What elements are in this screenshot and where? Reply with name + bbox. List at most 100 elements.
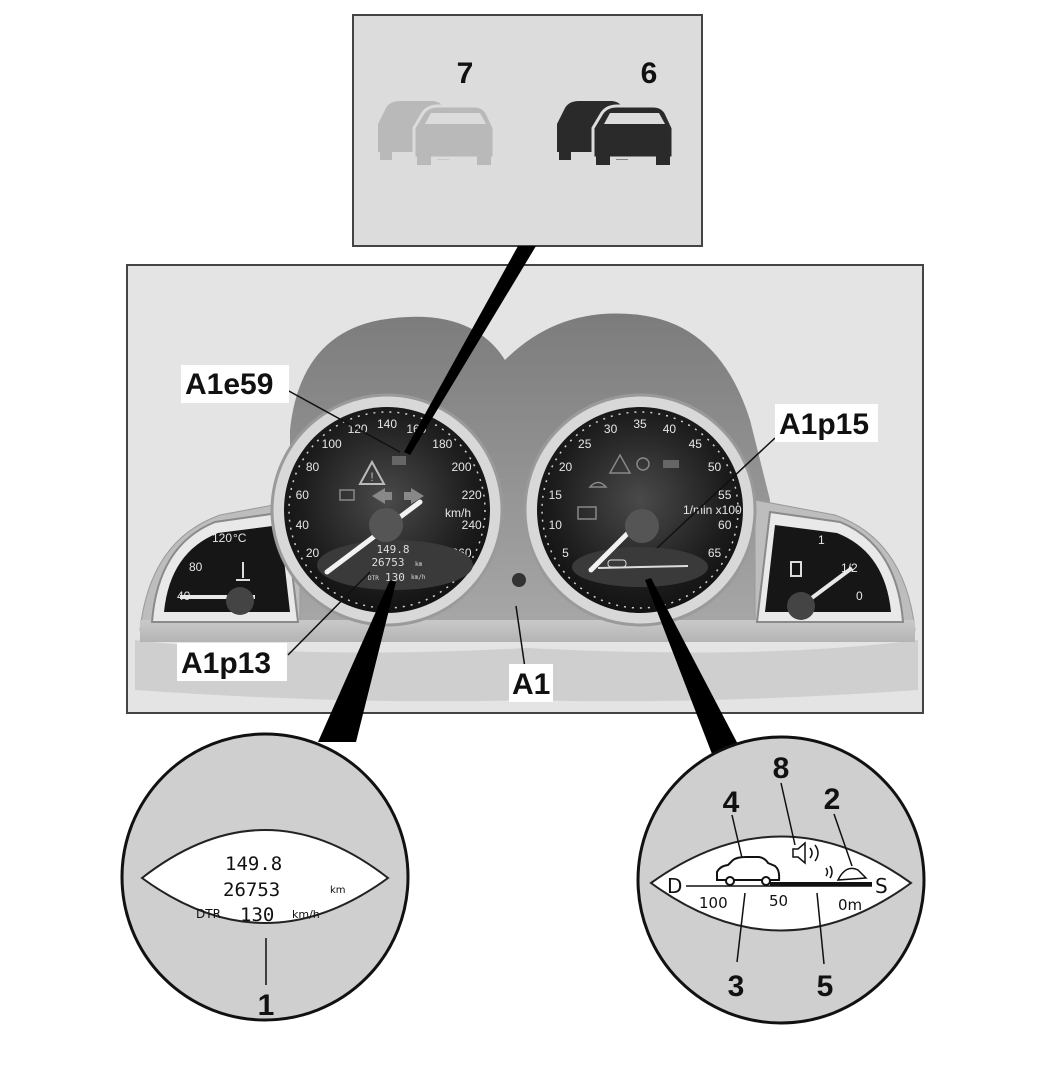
zoom-trip-value: 149.8 (225, 853, 282, 875)
distance-warning-icon (825, 865, 868, 881)
hazard-warning-mark: ! (370, 470, 373, 484)
tacho-warning-icon (608, 453, 632, 474)
tacho-tick-30: 30 (604, 422, 618, 436)
leader-8 (780, 782, 796, 846)
speedo-needle-hub (369, 508, 403, 542)
scale-0m: 0m (838, 896, 862, 914)
distronic-indicator-lamp (392, 456, 406, 465)
right-turn-signal-icon (404, 488, 424, 504)
temp-needle-hub (226, 587, 254, 615)
zoom-distronic-display: D S 100 50 0m 8 2 4 (636, 735, 926, 1025)
temp-unit: °C (233, 531, 247, 545)
reset-button[interactable] (512, 573, 526, 587)
speedo-tick-100: 100 (322, 437, 342, 451)
tacho-tick-20: 20 (559, 460, 573, 474)
leader-a1p13 (287, 571, 371, 656)
leader-a1p15 (656, 437, 776, 549)
left-turn-signal-icon (372, 488, 392, 504)
tacho-lamp-icon (577, 506, 597, 520)
zoom-odometer-value: 26753 (223, 879, 280, 901)
tacho-tick-15: 15 (549, 488, 563, 502)
zoom-dtr-unit: km/h (292, 908, 320, 921)
a1p13-backing (177, 643, 287, 681)
leader-4 (731, 814, 743, 859)
tacho-esp-lamp (663, 460, 679, 468)
fuel-needle-hub (787, 592, 815, 620)
hazard-warning-icon (358, 459, 386, 485)
scale-100: 100 (699, 894, 728, 912)
speedo-tick-200: 200 (451, 460, 471, 474)
instrument-cluster-panel: 40 80 120 °C 0 1/2 1 204 (126, 264, 924, 714)
tacho-distance-bar (597, 565, 689, 569)
speedo-trip-display: 149.8 (376, 543, 409, 556)
tachometer-a1p15: 5 10 15 20 25 30 35 40 45 50 55 60 65 1/min x100 (523, 393, 757, 627)
scale-50: 50 (769, 892, 788, 910)
zoom-letter-d: D (667, 874, 682, 898)
temp-tick-120: 120 (212, 531, 232, 545)
zoom-dtr-speed: 130 (240, 904, 274, 926)
callout-4: 4 (723, 786, 740, 819)
tacho-mini-car-icon (607, 559, 627, 568)
speedo-tick-80: 80 (306, 460, 320, 474)
tacho-tick-25: 25 (578, 437, 592, 451)
tacho-tick-60: 60 (718, 518, 732, 532)
temp-tick-80: 80 (189, 560, 203, 574)
leader-2 (833, 813, 853, 867)
zoom-dtr-label: DTR (196, 907, 221, 921)
fuel-gauge: 0 1/2 1 (755, 510, 905, 623)
speedo-tick-220: 220 (462, 488, 482, 502)
speedo-tick-240: 240 (462, 518, 482, 532)
tacho-tick-55: 55 (718, 488, 732, 502)
callout-1: 1 (258, 989, 275, 1022)
speedo-unit: km/h (445, 506, 471, 520)
tacho-glow-icon (588, 481, 608, 488)
leader-5 (816, 892, 825, 965)
speedo-dtr-unit: km/h (411, 574, 426, 581)
zoom-multifunction-display: 149.8 26753 km DTR 130 km/h 1 (120, 732, 410, 1022)
fuel-tick-full: 1 (818, 533, 825, 547)
tacho-tick-10: 10 (549, 518, 563, 532)
pointer-to-zoom-left (318, 580, 396, 742)
distronic-vehicle-icon-active (557, 101, 675, 165)
speedo-tick-140: 140 (377, 417, 397, 431)
lead-vehicle-car-icon (716, 856, 781, 886)
zoom-letter-s: S (875, 874, 888, 898)
fuel-tick-0: 0 (856, 589, 863, 603)
callout-6: 6 (641, 57, 658, 90)
traffic-icons-inset: 7 6 (352, 14, 703, 247)
leader-a1 (515, 605, 526, 669)
callout-5: 5 (817, 970, 834, 1003)
tacho-tick-65: 65 (708, 546, 722, 560)
callout-a1p15: A1p15 (779, 408, 869, 441)
speedo-needle (324, 499, 423, 575)
speedo-odometer-unit: km (415, 561, 423, 568)
tacho-tick-50: 50 (708, 460, 722, 474)
callout-a1p13: A1p13 (181, 647, 271, 680)
speedo-odometer-display: 26753 (371, 556, 404, 569)
callout-3: 3 (728, 970, 745, 1003)
tacho-tick-5: 5 (562, 546, 569, 560)
coolant-thermometer-icon (236, 562, 250, 581)
tacho-unit: 1/min x100 (683, 503, 742, 517)
callout-a1: A1 (512, 668, 550, 701)
tacho-needle-hub (625, 509, 659, 543)
leader-a1e59 (286, 389, 401, 453)
leader-3 (736, 892, 746, 963)
speedo-tick-60: 60 (296, 488, 310, 502)
coolant-temperature-gauge: 40 80 120 °C (150, 510, 300, 623)
tacho-tick-40: 40 (663, 422, 677, 436)
speedo-tick-40: 40 (296, 518, 310, 532)
a1-backing (509, 664, 553, 702)
callout-8: 8 (773, 752, 790, 785)
tacho-tick-35: 35 (633, 417, 647, 431)
a1e59-backing (181, 365, 289, 403)
speedo-dtr-label: DTR (368, 575, 379, 582)
tacho-tick-45: 45 (689, 437, 703, 451)
callout-a1e59: A1e59 (185, 368, 273, 401)
speaker-warning-icon (792, 841, 819, 865)
pointer-to-zoom-right (645, 578, 742, 754)
a1p15-backing (775, 404, 878, 442)
speedo-tick-180: 180 (432, 437, 452, 451)
distronic-vehicle-icon-inactive (378, 101, 496, 165)
zoom-odometer-unit: km (330, 885, 346, 896)
